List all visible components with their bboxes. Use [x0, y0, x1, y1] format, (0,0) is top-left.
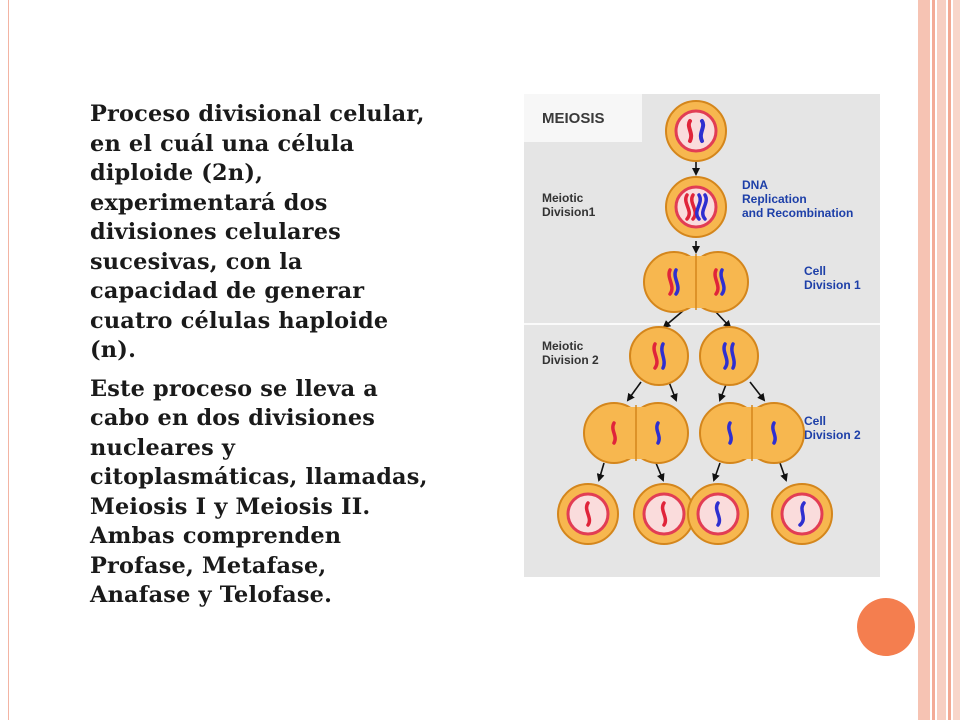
label-cell-division-1-line2: Division 1 [804, 278, 861, 292]
cell-division-1-cell [643, 251, 749, 313]
paragraph-meiosis-phases: Este proceso se lleva a cabo en dos divi… [90, 375, 428, 609]
diagram-title-box [524, 94, 642, 142]
label-cell-division-1-line1: Cell [804, 264, 826, 278]
arrow-final-2 [655, 462, 665, 482]
arrow-div2-d [749, 381, 766, 402]
decorative-orange-circle [857, 598, 915, 656]
slide-left-border [8, 0, 9, 720]
cell-meiosis-2-right [699, 326, 759, 386]
arrow-div1-left [662, 309, 685, 329]
label-cell-division-2-line2: Division 2 [804, 428, 861, 442]
cell-haploid-2 [632, 482, 696, 546]
label-dna-line3: and Recombination [742, 206, 853, 220]
cell-meiosis-2-left [629, 326, 689, 386]
cell-haploid-3 [686, 482, 750, 546]
label-cell-division-2-line1: Cell [804, 414, 826, 428]
slide-body-text: Proceso divisional celular, en el cuál u… [90, 100, 430, 620]
slide-right-border [918, 0, 960, 720]
cell-replicated [664, 175, 728, 239]
diagram-title: MEIOSIS [542, 110, 605, 127]
label-dna-line1: DNA [742, 178, 768, 192]
paragraph-meiosis-definition: Proceso divisional celular, en el cuál u… [90, 101, 425, 363]
meiosis-diagram: MEIOSIS Meiotic Division1 Meiotic Divisi… [524, 94, 880, 577]
label-meiotic-division-2-line1: Meiotic [542, 339, 584, 353]
cell-division-2-left [583, 402, 689, 464]
cell-haploid-1 [556, 482, 620, 546]
arrow-final-3 [712, 462, 721, 482]
arrow-final-4 [779, 462, 788, 482]
label-dna-line2: Replication [742, 192, 807, 206]
arrow-div2-a [626, 381, 642, 402]
arrow-div2-b [668, 381, 678, 402]
cell-diploid [664, 99, 728, 163]
label-meiotic-division-1-line2: Division1 [542, 205, 596, 219]
cell-haploid-4 [770, 482, 834, 546]
label-meiotic-division-1-line1: Meiotic [542, 191, 584, 205]
label-meiotic-division-2-line2: Division 2 [542, 353, 599, 367]
cell-division-2-right [699, 402, 805, 464]
arrow-final-1 [596, 462, 605, 482]
